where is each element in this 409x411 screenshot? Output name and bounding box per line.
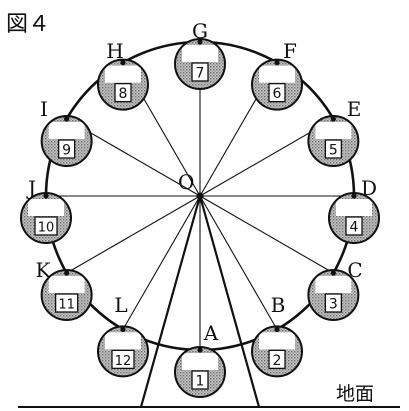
point-label-g: G [192,19,208,43]
gondola-window [48,276,85,293]
point-label-a: A [203,321,219,345]
gondola-number: 2 [273,353,282,369]
rim-point-i [64,116,70,122]
point-label-b: B [271,293,286,317]
point-labels: A B C D E F G H I J K L [26,19,377,345]
gondola-outline [40,115,93,167]
gondola-number: 11 [58,298,75,313]
point-label-l: L [114,293,127,317]
gondola-window [28,199,64,216]
spoke-c [199,195,334,274]
gondola-number: 12 [115,354,132,369]
center-label: O [178,170,194,194]
point-label-j: J [26,176,36,200]
gondola-outline [328,192,380,244]
point-label-h: H [106,39,123,63]
gondola-number: 9 [62,143,71,159]
support-leg-right [198,195,261,408]
gondola-number-box [111,349,135,370]
gondola-number-box [191,62,209,82]
figure-title: 図４ [6,12,50,37]
gondola-9: 9 [40,115,93,167]
gondola-window [259,65,295,83]
gondola-5: 5 [307,115,360,167]
gondola-1: 1 [174,346,226,398]
gondola-window [182,353,218,370]
gondola-outline [174,346,226,398]
gondola-outline [307,269,360,321]
rim-point-b [274,326,280,332]
gondola-number: 10 [38,221,55,236]
gondola-6: 6 [251,58,303,111]
gondola-number: 1 [196,374,205,390]
spoke-l [122,195,201,330]
rim-point-c [330,270,336,276]
gondola-outline [20,192,72,244]
gondola-number-box [57,139,76,159]
rim-point-l [120,326,126,332]
gondola-7: 7 [174,38,226,90]
gondola-number-box [34,216,58,236]
gondola-outline [251,58,303,111]
rim-point-h [120,60,126,66]
gondola-10: 10 [20,192,72,244]
point-label-i: I [40,97,48,121]
support-leg-left [139,195,202,408]
gondola-number-box [324,293,343,313]
gondola-number-box [54,293,79,313]
gondola-outline [97,58,149,111]
spoke-k [66,195,201,274]
gondola-2: 2 [251,325,303,378]
rim-point-a [197,347,203,353]
rim-point-f [274,60,280,66]
gondola-window [48,122,85,139]
point-label-d: D [361,176,377,200]
gondola-window [336,199,372,216]
gondola-window [259,332,295,350]
gondola-outline [251,325,303,378]
rim-point-j [43,193,49,199]
gondola-number-box [114,82,132,103]
point-label-f: F [283,39,297,63]
gondola-3: 3 [307,269,360,321]
rim-point-e [330,116,336,122]
gondola-window [315,122,352,139]
rim-point-k [64,270,70,276]
gondola-window [105,65,141,83]
gondola-number-box [268,349,286,370]
point-label-k: K [36,258,52,282]
gondola-number-box [191,370,209,390]
gondola-window [182,45,218,62]
gondola-outline [97,325,149,378]
gondola-number: 3 [329,297,338,313]
gondola-number-box [324,139,343,159]
gondola-number-box [345,216,363,236]
gondola-window [315,276,352,293]
point-label-c: C [347,258,362,282]
gondola-outline [40,269,93,321]
gondola-number: 8 [119,86,128,102]
gondola-number-box [268,82,286,103]
gondola-4: 4 [328,192,380,244]
ground-label: 地面 [336,383,374,405]
gondola-12: 12 [97,325,149,378]
gondola-window [105,332,141,350]
gondola-number: 6 [273,86,282,102]
rim-point-d [351,193,357,199]
spoke-b [199,195,278,330]
gondola-8: 8 [97,58,149,111]
gondola-number: 7 [196,66,205,82]
rim-point-g [197,39,203,45]
gondola-number: 4 [350,220,359,236]
center-hub [196,192,204,200]
gondola-11: 11 [40,269,93,321]
point-label-e: E [347,97,362,121]
gondola-outline [174,38,226,90]
gondola-number: 5 [329,143,338,159]
gondola-outline [307,115,360,167]
